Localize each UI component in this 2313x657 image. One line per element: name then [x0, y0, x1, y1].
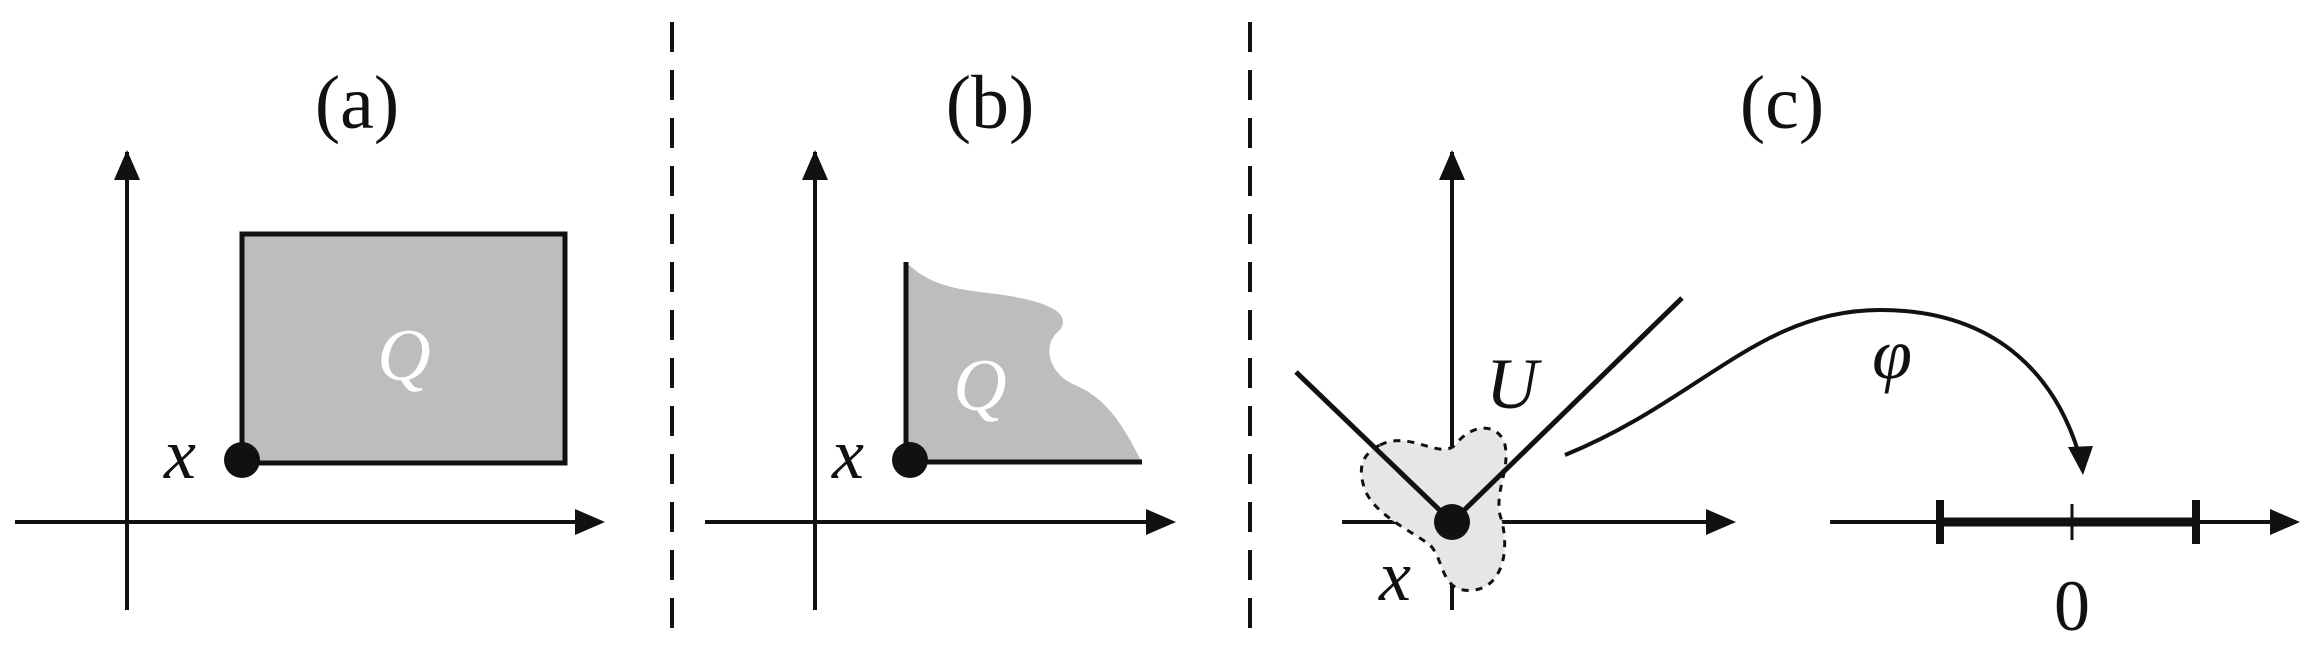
panel-b-region-label: Q [953, 345, 1006, 427]
panel-a-x-arrowhead [575, 509, 605, 535]
panel-c-map-arrowhead [2068, 446, 2093, 475]
panel-c-y-arrowhead [1439, 150, 1465, 180]
panel-b-y-arrowhead [802, 150, 828, 180]
panel-c-real-line-arrowhead [2270, 509, 2300, 535]
panel-c-map-label: φ [1872, 314, 1912, 394]
panel-a: (a) Q x [15, 61, 605, 610]
panel-a-region-label: Q [377, 315, 430, 397]
panel-a-title: (a) [315, 61, 399, 145]
panel-c-origin-label: 0 [2054, 566, 2090, 646]
panel-a-y-arrowhead [114, 150, 140, 180]
panel-c-x-arrowhead [1706, 509, 1736, 535]
panel-b-region [906, 262, 1142, 462]
panel-c-title: (c) [1740, 61, 1824, 145]
panel-c-point [1434, 504, 1470, 540]
panel-a-region [239, 231, 568, 466]
panel-a-point-label: x [163, 414, 196, 494]
panel-c-left-ray [1294, 370, 1454, 524]
panel-a-point [224, 442, 260, 478]
panel-b-x-arrowhead [1146, 509, 1176, 535]
panel-c-neighborhood-label: U [1486, 344, 1542, 424]
panel-c-right-ray [1450, 296, 1684, 524]
panel-c: (c) x U φ 0 [1294, 61, 2300, 646]
panel-b-point-label: x [831, 414, 864, 494]
panel-b: (b) Q x [705, 61, 1176, 610]
panel-b-title: (b) [946, 61, 1035, 145]
panel-b-point [892, 442, 928, 478]
panel-c-map-arrow [1564, 307, 2084, 466]
panel-c-point-label: x [1378, 536, 1411, 616]
